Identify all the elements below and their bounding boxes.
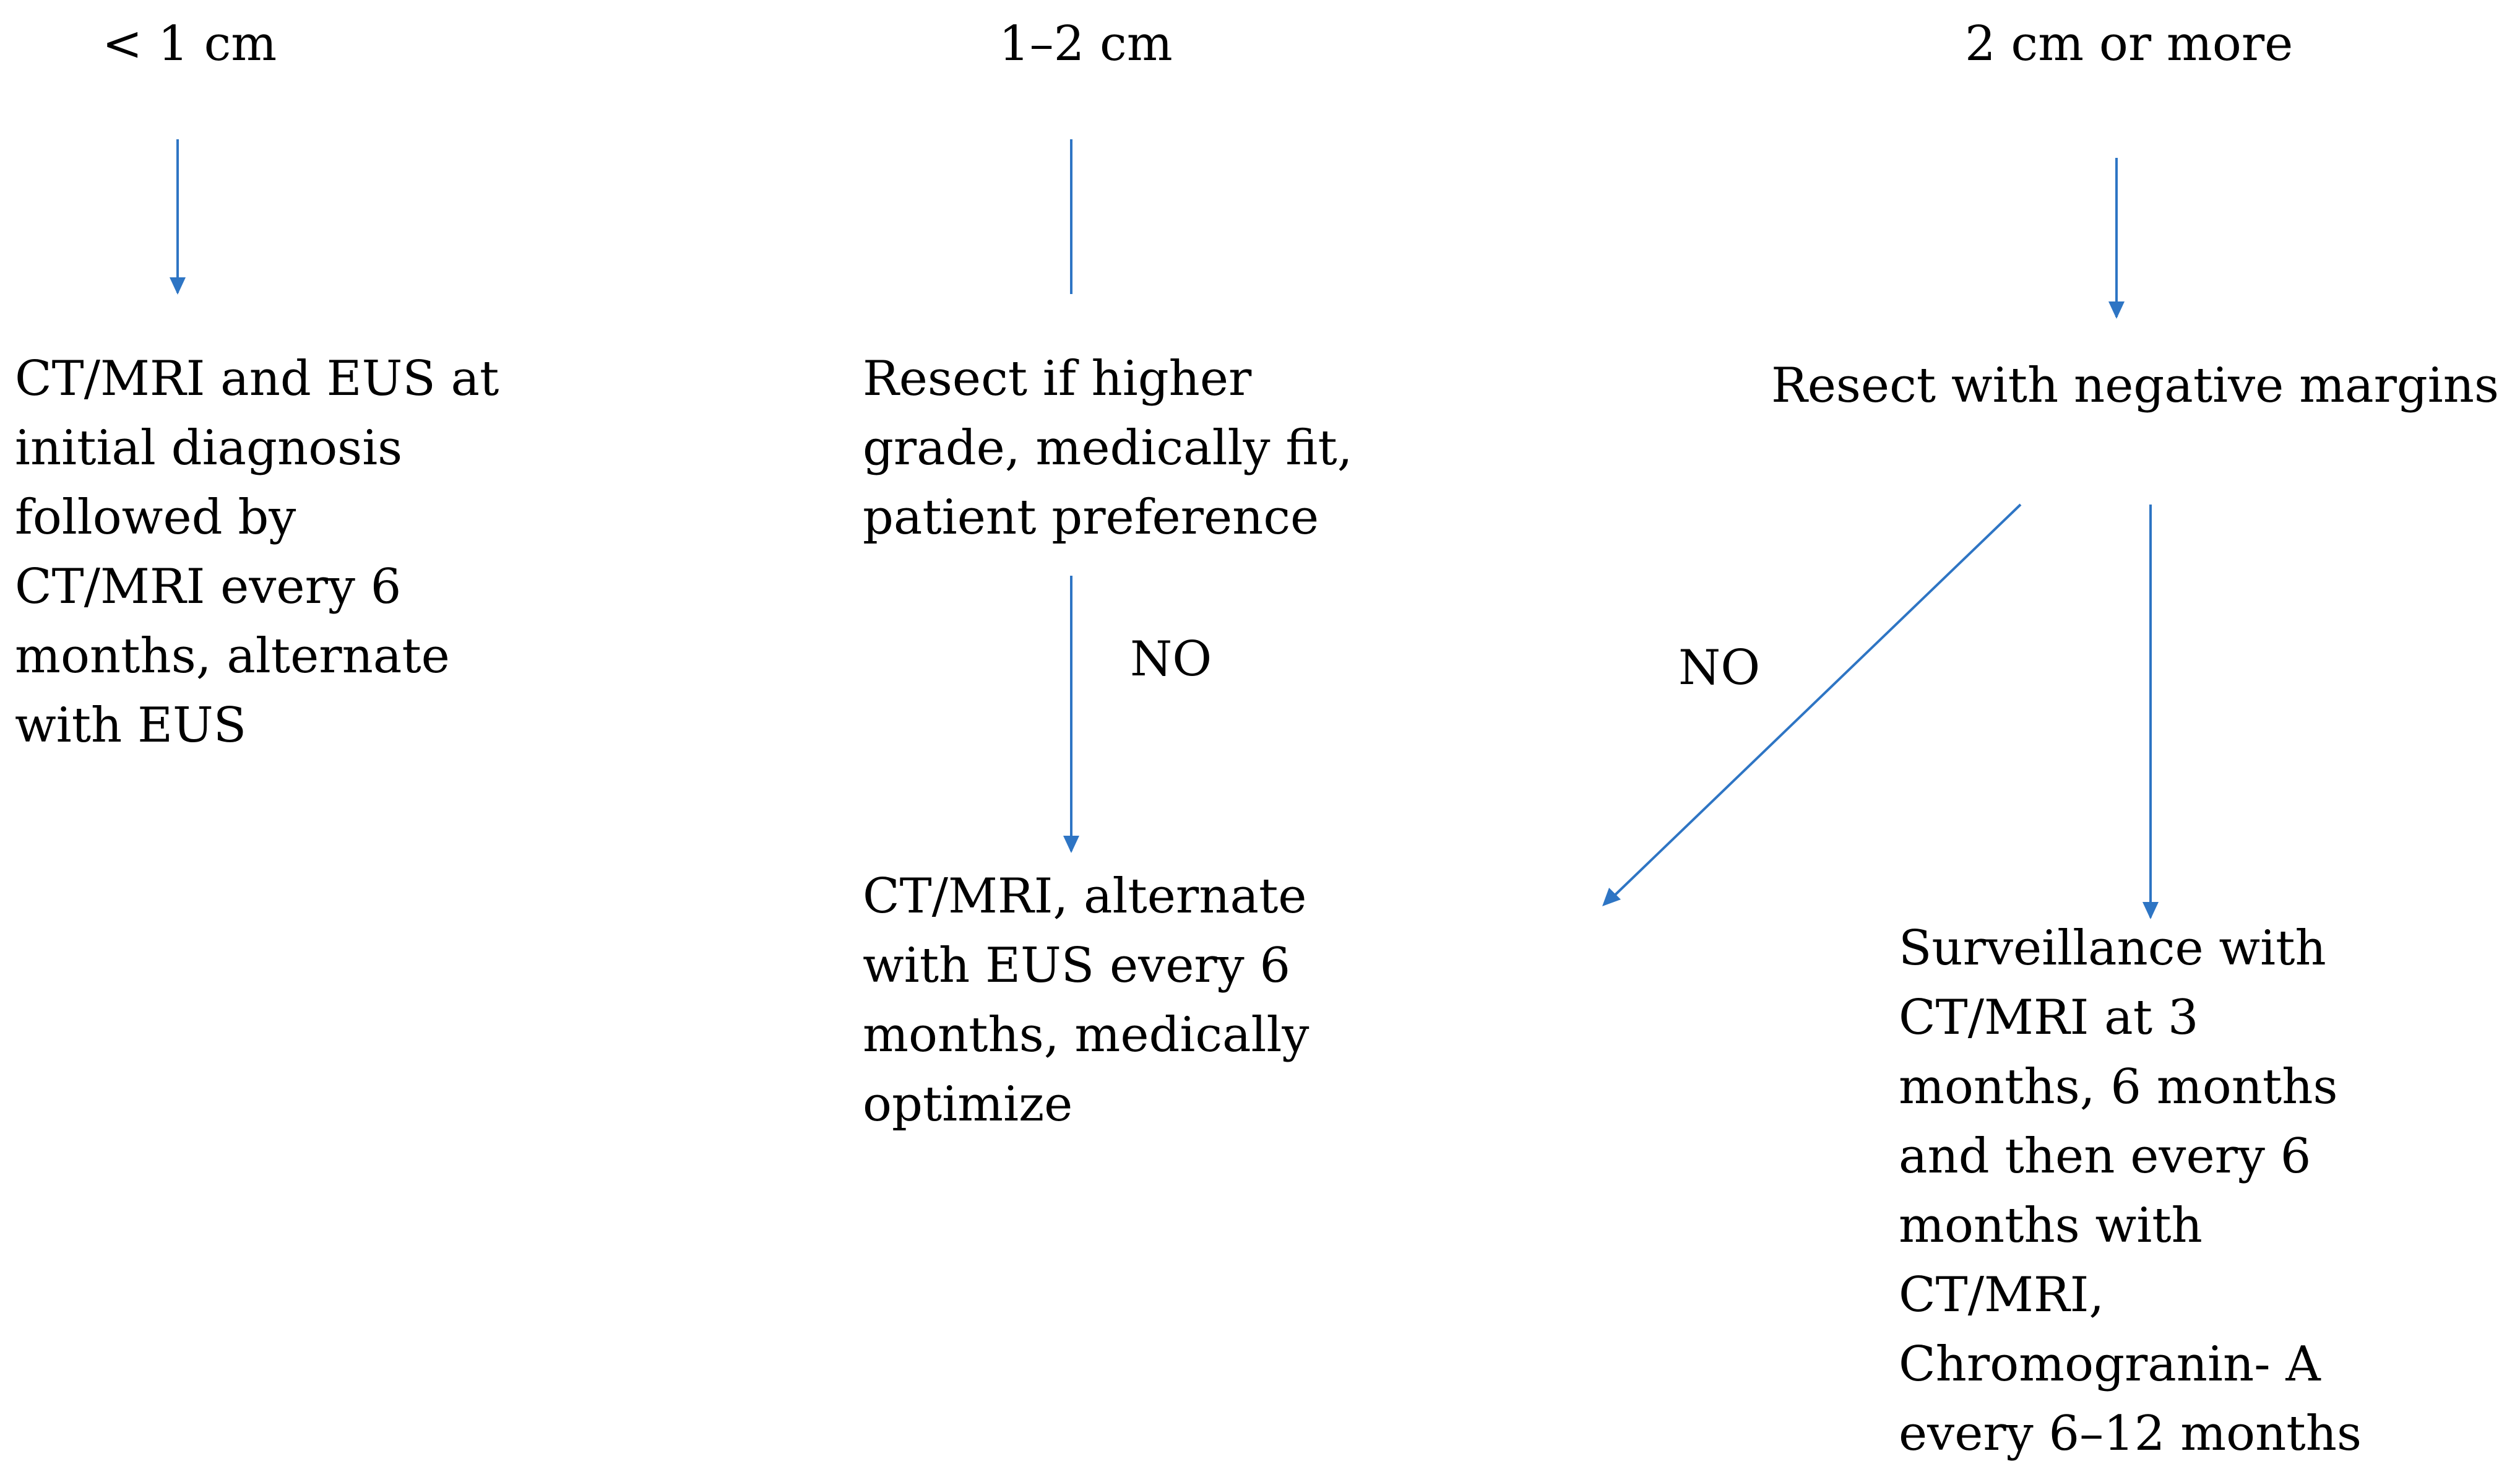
surveillance-line: Chromogranin- A xyxy=(1899,1337,2321,1392)
medium-followup-text: CT/MRI, alternate with EUS every 6 month… xyxy=(863,862,1310,1139)
surveillance-line: Surveillance with xyxy=(1899,921,2326,976)
arrowhead-small xyxy=(170,277,186,295)
arrowhead-medium-no xyxy=(1063,836,1079,853)
medium-followup-line: months, medically xyxy=(863,1007,1310,1063)
arrowhead-surveillance xyxy=(2142,902,2159,919)
medium-followup-line: CT/MRI, alternate xyxy=(863,869,1307,924)
small-branch-line: months, alternate xyxy=(15,628,450,684)
large-no-label: NO xyxy=(1678,640,1761,696)
header-large: 2 cm or more xyxy=(1965,16,2293,72)
small-branch-text: CT/MRI and EUS at initial diagnosis foll… xyxy=(15,344,499,760)
arrowhead-large-no xyxy=(1602,888,1621,906)
header-small: < 1 cm xyxy=(102,16,277,72)
medium-no-label: NO xyxy=(1130,631,1212,687)
medium-resect-line: patient preference xyxy=(863,490,1319,545)
medium-followup-line: optimize xyxy=(863,1077,1073,1132)
surveillance-line: CT/MRI at 3 xyxy=(1899,990,2199,1046)
medium-followup-line: with EUS every 6 xyxy=(863,938,1291,994)
surveillance-line: and then every 6 xyxy=(1899,1129,2311,1184)
large-resect-text: Resect with negative margins xyxy=(1771,358,2500,414)
header-medium: 1–2 cm xyxy=(999,16,1173,72)
surveillance-line: every 6–12 months xyxy=(1899,1406,2362,1462)
medium-resect-line: Resect if higher xyxy=(863,351,1252,407)
surveillance-line: months, 6 months xyxy=(1899,1059,2338,1115)
small-branch-line: CT/MRI every 6 xyxy=(15,559,402,615)
arrow-large-no-to-medium-followup xyxy=(1608,503,2022,902)
small-branch-line: CT/MRI and EUS at xyxy=(15,351,499,407)
surveillance-line: CT/MRI, xyxy=(1899,1267,2105,1323)
small-branch-line: initial diagnosis xyxy=(15,420,403,476)
medium-resect-line: grade, medically fit, xyxy=(863,420,1353,476)
small-branch-line: with EUS xyxy=(15,698,247,753)
small-branch-line: followed by xyxy=(15,490,296,545)
medium-resect-text: Resect if higher grade, medically fit, p… xyxy=(863,344,1353,552)
large-surveillance-text: Surveillance with CT/MRI at 3 months, 6 … xyxy=(1899,914,2362,1468)
arrowhead-large xyxy=(2108,301,2125,319)
surveillance-line: months with xyxy=(1899,1198,2203,1254)
